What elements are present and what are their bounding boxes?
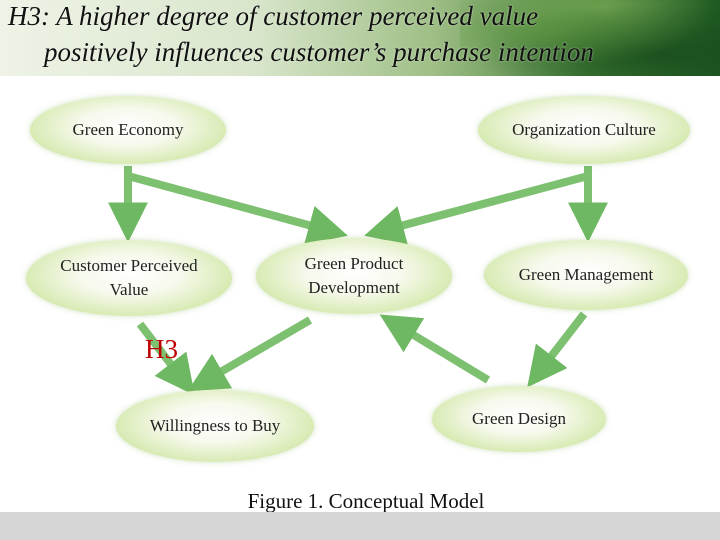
node-customer-perceived-value: Customer Perceived Value — [26, 240, 232, 316]
header-title-line-2: positively influences customer’s purchas… — [44, 37, 594, 67]
arrow-economy-to-gpd — [126, 172, 348, 245]
node-gpd-line-1: Green Product — [304, 254, 404, 273]
slide-header: H3: A higher degree of customer perceive… — [0, 0, 720, 76]
node-gpd-line-2: Development — [308, 278, 400, 297]
arrow-management-to-design — [527, 311, 588, 388]
node-green-product-development: Green Product Development — [256, 238, 452, 314]
figure-caption: Figure 1. Conceptual Model — [247, 489, 485, 513]
arrow-cpv-to-willingness — [136, 321, 195, 396]
node-cpv-line-1: Customer Perceived — [60, 256, 198, 275]
node-organization-culture: Organization Culture — [478, 96, 690, 164]
node-green-management: Green Management — [484, 240, 688, 310]
header-title-line-1: H3: A higher degree of customer perceive… — [8, 1, 539, 31]
hypothesis-label: H3 — [145, 334, 178, 364]
node-willingness-to-buy: Willingness to Buy — [116, 390, 314, 462]
bottom-bar — [0, 512, 720, 540]
node-cpv-line-2: Value — [109, 280, 149, 299]
node-green-economy: Green Economy — [30, 96, 226, 164]
arrow-gpd-to-willingness — [187, 316, 313, 392]
arrow-design-to-gpd — [379, 314, 491, 384]
node-green-design: Green Design — [432, 386, 606, 452]
arrow-culture-to-gpd — [364, 172, 590, 245]
leaf-background — [460, 0, 720, 76]
